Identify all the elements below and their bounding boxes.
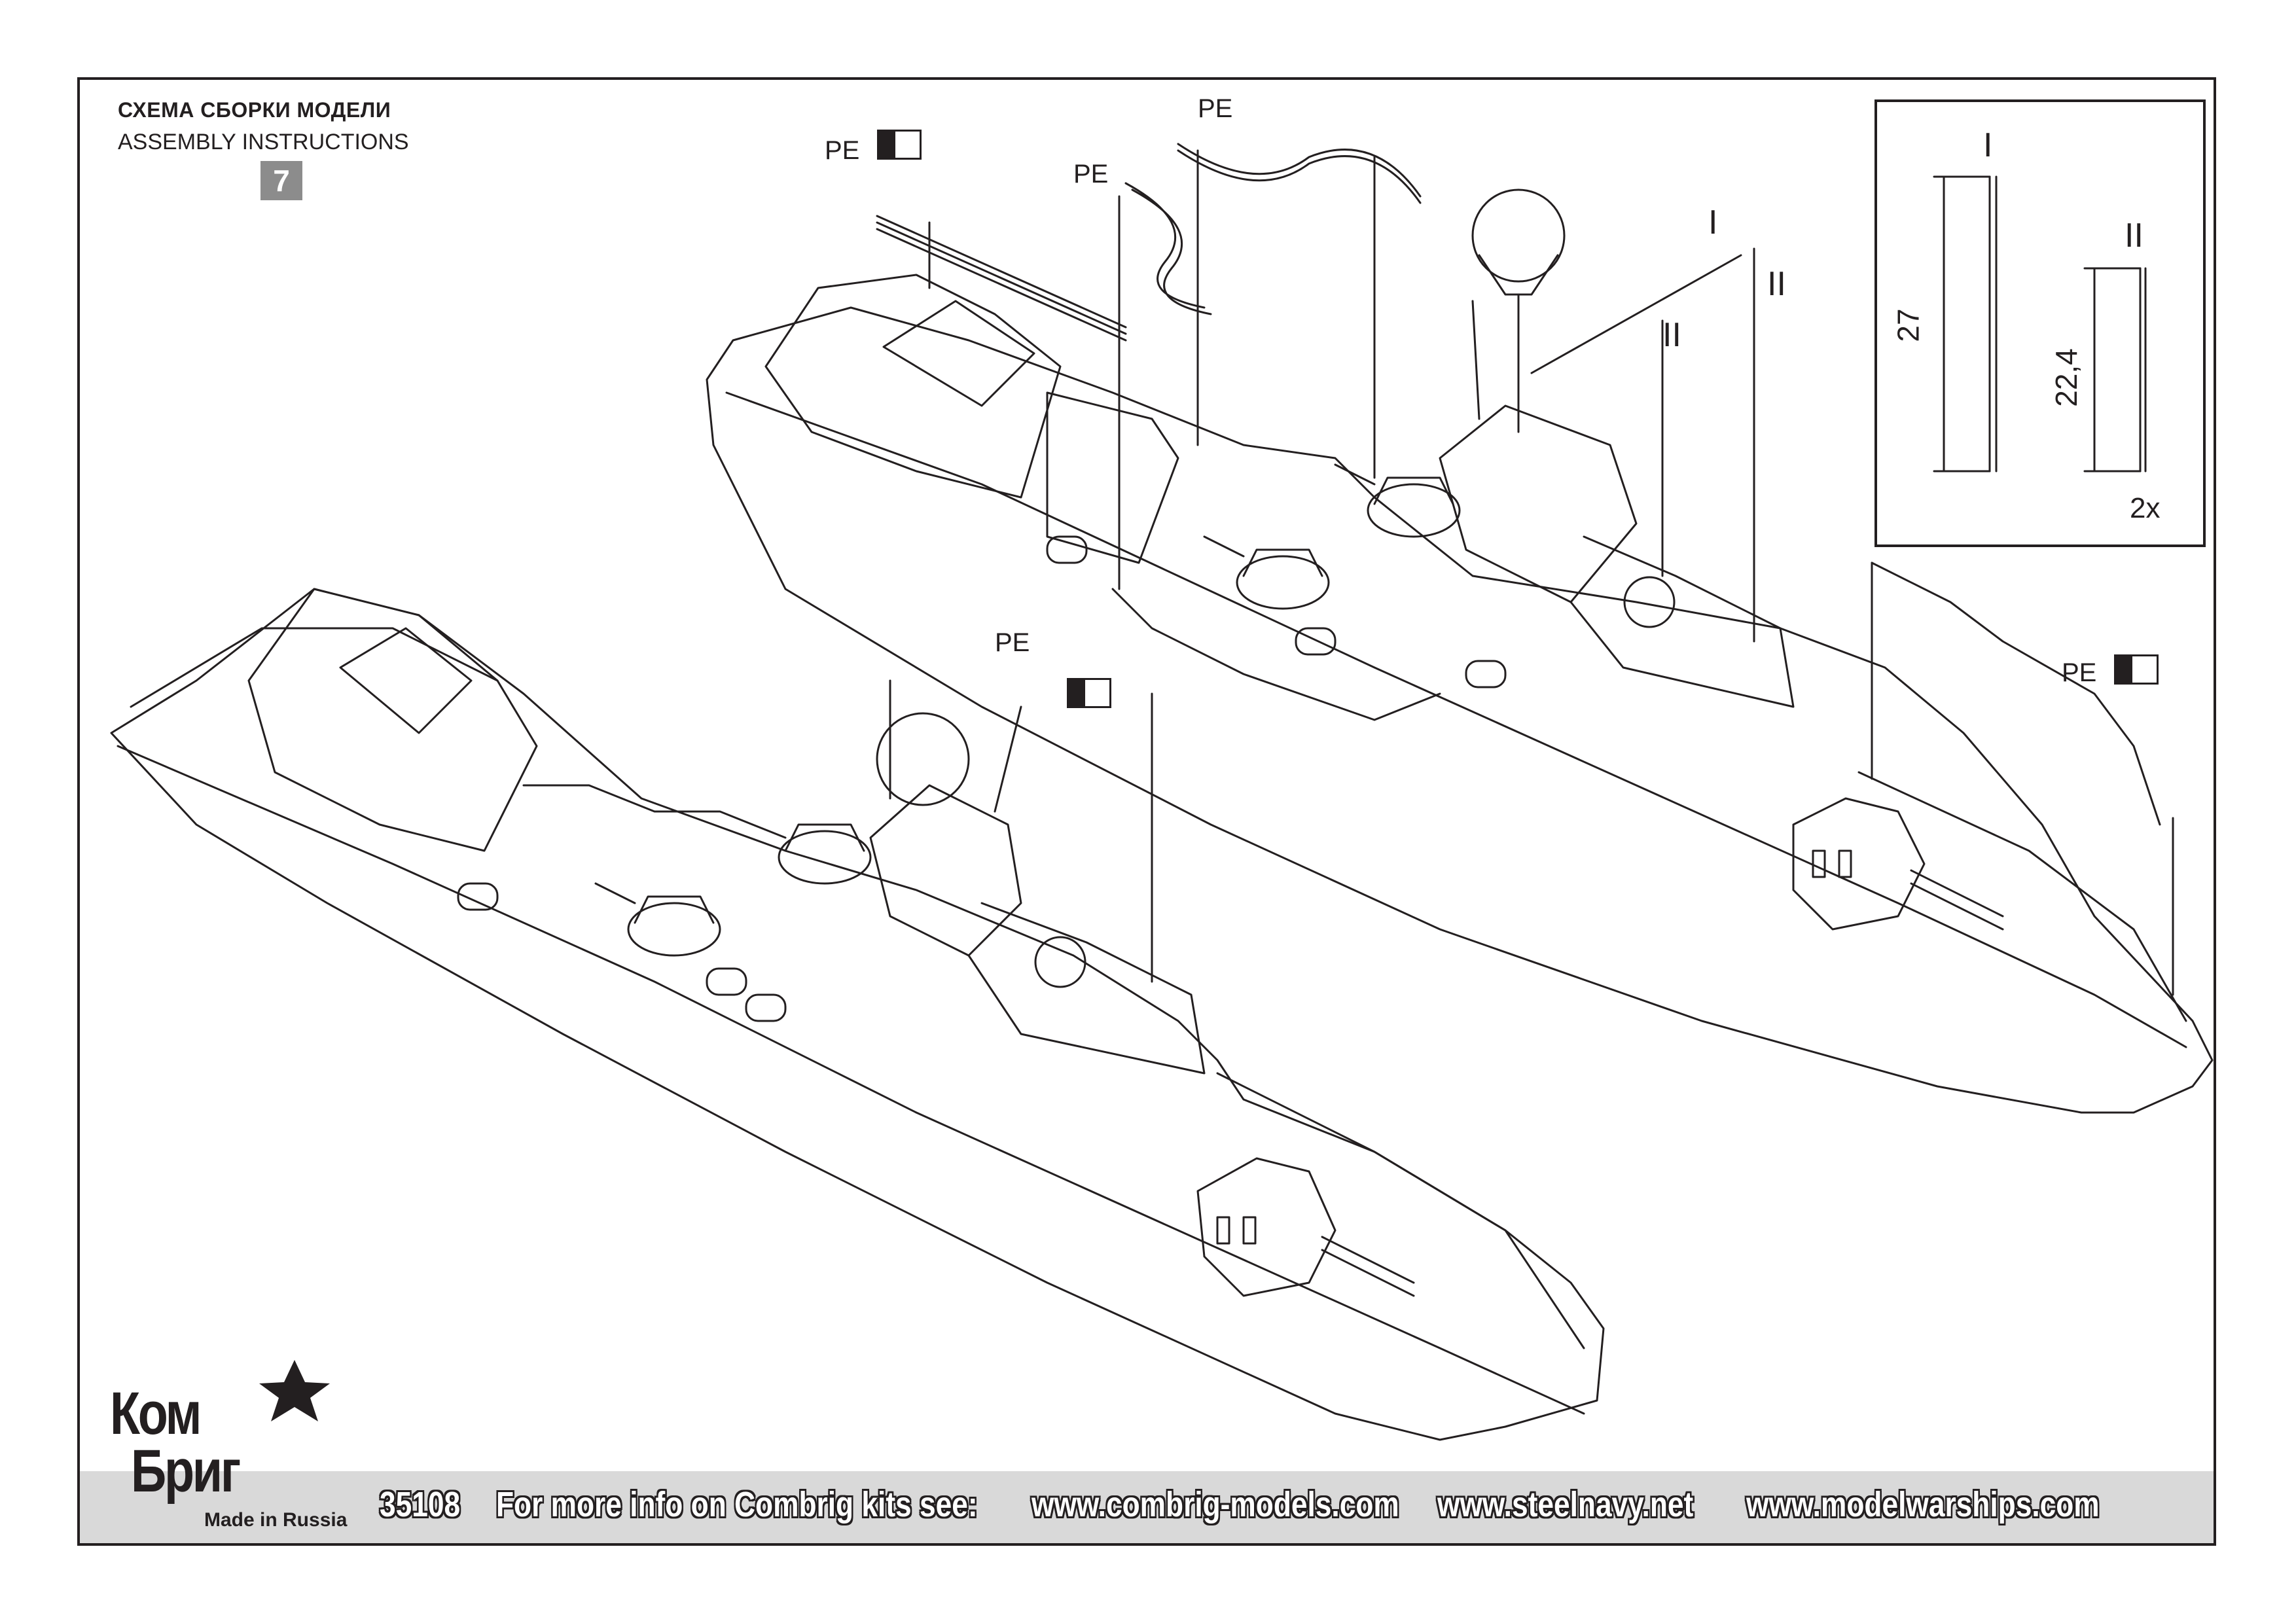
made-in-russia: Made in Russia <box>204 1509 348 1531</box>
upper-bridge <box>1439 404 1638 603</box>
part-ii-callout-right: II <box>1767 265 1786 303</box>
upper-aft-superstructure <box>764 274 1062 499</box>
pe-flag-icon <box>1067 678 1111 708</box>
upper-yard <box>1530 254 1742 374</box>
inset-drawing <box>1933 175 2147 473</box>
pe-callout-aft: PE <box>825 136 860 165</box>
url-combrig[interactable]: www.combrig-models.com <box>1031 1485 1399 1524</box>
upper-ship <box>706 143 2214 1114</box>
lower-radome <box>876 712 970 806</box>
logo-line1: Ком <box>110 1380 202 1447</box>
upper-aft-turret <box>1236 555 1330 610</box>
pe-callout-mast: PE <box>995 628 1030 657</box>
logo-line2: Бриг <box>131 1438 241 1505</box>
info-text: For more info on Combrig kits see: <box>496 1485 978 1524</box>
lower-aft-superstructure <box>247 588 538 852</box>
inset-part-i-label: I <box>1983 126 1993 164</box>
lower-mid-turret <box>778 830 872 885</box>
upper-radome <box>1471 188 1566 283</box>
title-russian: СХЕМА СБОРКИ МОДЕЛИ <box>118 98 391 122</box>
title-english: ASSEMBLY INSTRUCTIONS <box>118 130 409 154</box>
upper-mid-turret <box>1367 483 1461 538</box>
lower-bridge <box>869 784 1022 957</box>
step-number-badge: 7 <box>260 161 302 200</box>
upper-pe-rail-aft <box>876 215 1127 342</box>
url-steelnavy[interactable]: www.steelnavy.net <box>1437 1485 1694 1524</box>
pe-callout-curved: PE <box>1073 160 1109 188</box>
page-frame <box>77 77 2216 1546</box>
pe-flag-icon <box>2114 654 2159 685</box>
upper-pe-rail-curved <box>1124 182 1212 315</box>
lower-main-gun <box>1196 1157 1336 1297</box>
upper-main-gun <box>1792 797 1926 931</box>
pe-callout-mid: PE <box>1198 94 1233 123</box>
lower-ship <box>110 588 1605 1441</box>
pe-callout-bow: PE <box>2062 658 2097 687</box>
pe-flag-icon <box>877 130 922 160</box>
part-ii-callout-left: II <box>1662 316 1681 354</box>
footer-band <box>80 1471 2214 1543</box>
part-i-callout: I <box>1708 204 1718 241</box>
inset-part-ii-label: II <box>2125 217 2144 255</box>
lower-aft-turret <box>627 902 721 957</box>
url-modelwarships[interactable]: www.modelwarships.com <box>1746 1485 2100 1524</box>
kit-number: 35108 <box>380 1485 461 1524</box>
upper-pe-rail-mid <box>1177 143 1422 204</box>
upper-hull <box>706 306 2214 1114</box>
parts-inset-box <box>1874 99 2206 547</box>
part-ii-quantity: 2x <box>2130 492 2161 524</box>
upper-pe-rail-bow <box>1871 562 2161 826</box>
